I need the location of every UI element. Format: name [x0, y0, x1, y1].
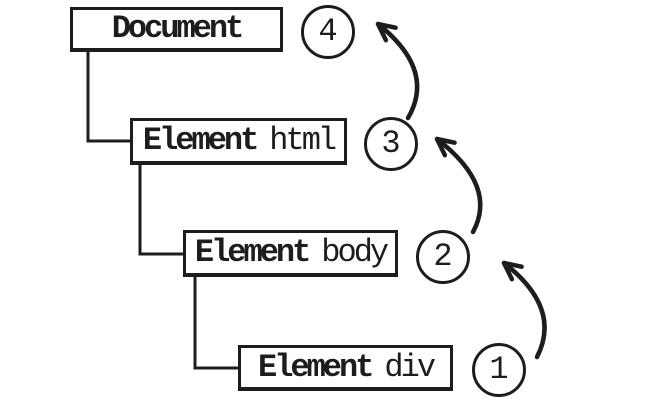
node-type-label: Document	[111, 10, 245, 47]
node-tag-label: html	[269, 122, 337, 159]
bubble-arrow-1-to-2-arrowhead-icon	[501, 260, 524, 282]
step-number: 2	[433, 238, 453, 275]
bubble-arrow-2-to-3-curve	[434, 136, 483, 235]
node-element-div: Element div	[238, 345, 453, 391]
node-type-label: Element	[142, 122, 259, 159]
node-element-body: Element body	[183, 230, 398, 277]
bubble-arrow-1-to-2-curve	[501, 260, 547, 360]
node-document: Document	[70, 7, 283, 52]
step-number: 1	[489, 351, 509, 388]
bubble-arrow-3-to-4-curve	[375, 21, 420, 121]
step-circle-1: 1	[472, 343, 526, 397]
bubble-arrow-2-to-3-arrowhead-icon	[434, 136, 457, 158]
node-tag-label: div	[384, 348, 436, 386]
tree-edge-body-div	[193, 277, 238, 370]
bubble-arrow-3-to-4-arrowhead-icon	[375, 21, 398, 43]
node-tag-label: body	[321, 234, 389, 271]
node-type-label: Element	[257, 348, 374, 386]
bubble-arrow-1-to-2-icon	[501, 260, 547, 360]
node-element-html: Element html	[130, 118, 347, 165]
node-type-label: Element	[194, 234, 311, 271]
tree-edge-html-body	[138, 165, 183, 256]
step-number: 4	[318, 13, 338, 50]
bubble-arrow-3-to-4-icon	[375, 21, 420, 121]
step-circle-4: 4	[301, 5, 355, 59]
step-number: 3	[381, 125, 401, 162]
step-circle-2: 2	[416, 230, 470, 284]
tree-edge-document-html	[86, 52, 130, 143]
bubble-arrow-2-to-3-icon	[434, 136, 483, 235]
step-circle-3: 3	[364, 117, 418, 171]
